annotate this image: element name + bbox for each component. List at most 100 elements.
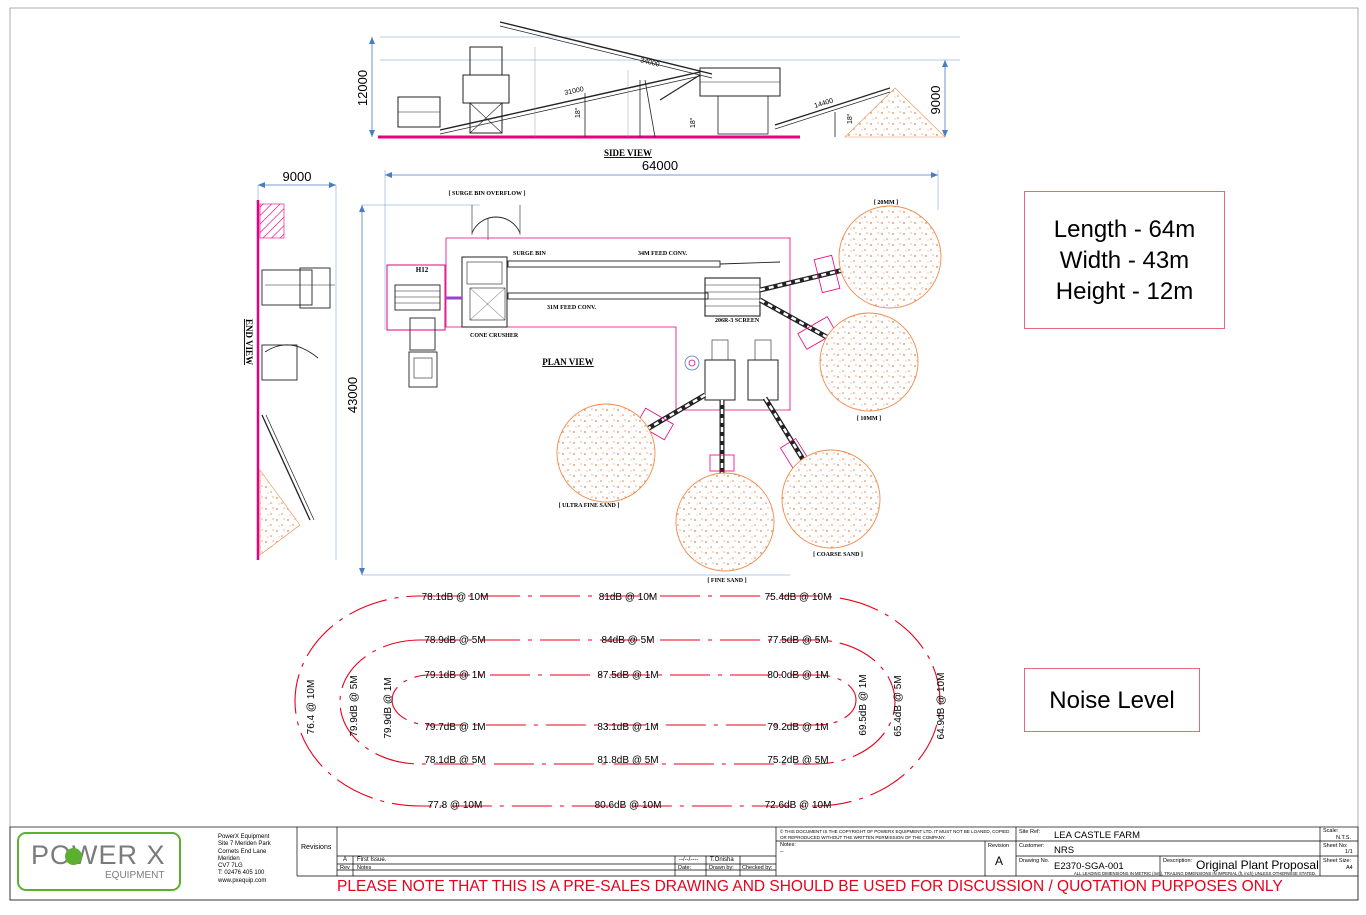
noise-left-5m: 79.9dB @ 5M: [349, 675, 360, 736]
rev-head-checked: Checked by:: [742, 865, 773, 871]
noise-labels: 78.1dB @ 10M 81dB @ 10M 75.4dB @ 10M 78.…: [306, 592, 947, 811]
company-logo: POWER X EQUIPMENT: [17, 832, 181, 891]
label-cone-crusher: CONE CRUSHER: [470, 333, 519, 339]
description-label: Description:: [1163, 858, 1193, 864]
rev-head-date: Date:: [678, 865, 692, 871]
logo-subtext: EQUIPMENT: [105, 870, 165, 881]
copyright-notice: © THIS DOCUMENT IS THE COPYRIGHT OF POWE…: [780, 829, 1010, 840]
label-feed-31: 31M FEED CONV.: [547, 305, 597, 311]
label-surge-overflow: [ SURGE BIN OVERFLOW ]: [449, 191, 526, 197]
sheet-frame: [9, 7, 1359, 901]
noise-top-10m-1: 78.1dB @ 10M: [422, 592, 489, 603]
rev-head-rev: Rev: [340, 865, 350, 871]
description-value: Original Plant Proposal: [1196, 858, 1319, 872]
sheet-size-value: A4: [1346, 865, 1353, 871]
noise-bot-1m-1: 79.7dB @ 1M: [424, 722, 485, 733]
noise-top-5m-3: 77.5dB @ 5M: [767, 635, 828, 646]
revision-label: Revision: [988, 843, 1010, 849]
side-conv-31-label: 31000: [564, 86, 585, 97]
label-10mm: [ 10MM ]: [857, 416, 881, 422]
noise-bot-10m-1: 77.8 @ 10M: [428, 800, 483, 811]
dimensions-note: ALL LEADING DIMENSIONS IN METRIC (mm), T…: [1074, 871, 1317, 876]
noise-bot-10m-2: 80.6dB @ 10M: [595, 800, 662, 811]
dimensions-box: Length - 64m Width - 43m Height - 12m: [1024, 191, 1225, 329]
site-ref-label: Site Ref:: [1019, 829, 1041, 835]
label-surge-bin: SURGE BIN: [513, 251, 547, 257]
noise-top-10m-2: 81dB @ 10M: [599, 592, 658, 603]
address-line: T: 02476 405 100: [218, 870, 265, 877]
side-conv-34-label: 34000: [640, 57, 661, 69]
noise-top-5m-1: 78.9dB @ 5M: [424, 635, 485, 646]
label-ultra-fine-sand: [ ULTRA FINE SAND ]: [559, 503, 620, 509]
label-screen: 206R-3 SCREEN: [715, 318, 760, 324]
address-line: Cornets End Lane: [218, 848, 267, 855]
side-angle-label-2: 18°: [689, 117, 697, 128]
address-line: www.pxequip.com: [218, 877, 267, 884]
label-fine-sand: [ FINE SAND ]: [707, 578, 746, 584]
noise-bot-5m-3: 75.2dB @ 5M: [767, 755, 828, 766]
title-block-grid: [9, 826, 1359, 901]
globe-icon: [65, 848, 82, 865]
logo-text: POWER X: [31, 840, 166, 870]
side-height-right-label: 9000: [928, 86, 943, 115]
address-line: CV7 7LG: [218, 863, 243, 870]
noise-left-1m: 79.9dB @ 1M: [383, 677, 394, 738]
noise-bot-5m-1: 78.1dB @ 5M: [424, 755, 485, 766]
noise-right-5m: 65.4dB @ 5M: [893, 675, 904, 736]
rev-value: A: [343, 857, 348, 863]
sheet-size-label: Sheet Size:: [1323, 858, 1352, 864]
label-feed-34: 34M FEED CONV.: [638, 251, 688, 257]
rev-date: --/--/----: [679, 857, 699, 863]
drawing-no-value: E2370-SGA-001: [1054, 861, 1124, 872]
plan-view: 64000 43000 [ SURGE BIN OVERFLOW ] H12: [345, 158, 942, 584]
noise-top-1m-3: 80.0dB @ 1M: [767, 670, 828, 681]
sheet-no-label: Sheet No:: [1323, 843, 1348, 849]
label-coarse-sand: [ COARSE SAND ]: [813, 552, 863, 558]
scale-label: Scale:: [1323, 828, 1339, 834]
customer-label: Customer:: [1019, 843, 1045, 849]
end-view-title: END VIEW: [244, 319, 254, 365]
notes-label: Notes:: [780, 842, 796, 848]
address-line: Meriden: [218, 855, 240, 862]
rev-notes: First Issue.: [357, 857, 387, 863]
side-angle-label-1: 18°: [574, 107, 582, 118]
side-height-left-label: 12000: [355, 70, 370, 106]
noise-bot-1m-3: 79.2dB @ 1M: [767, 722, 828, 733]
noise-top-1m-1: 79.1dB @ 1M: [424, 670, 485, 681]
noise-bot-1m-2: 83.1dB @ 1M: [597, 722, 658, 733]
side-angle-label-3: 18°: [846, 113, 854, 124]
noise-bot-10m-3: 72.6dB @ 10M: [765, 800, 832, 811]
revisions-label: Revisions: [301, 844, 332, 851]
side-view: 12000 9000 34000 31000: [355, 21, 960, 158]
address-line: PowerX Equipment: [218, 834, 270, 840]
plan-width-label: 64000: [642, 158, 678, 173]
pre-sales-warning: PLEASE NOTE THAT THIS IS A PRE-SALES DRA…: [337, 878, 1283, 895]
label-h12: H12: [416, 266, 429, 274]
rev-drawn: T.Onisha: [710, 857, 734, 863]
noise-right-1m: 69.5dB @ 1M: [858, 674, 869, 735]
customer-value: NRS: [1054, 845, 1075, 856]
noise-right-10m: 64.9dB @ 10M: [936, 673, 947, 740]
plan-height-label: 43000: [345, 377, 360, 413]
rev-head-drawn: Drawn by:: [709, 865, 734, 871]
noise-top-1m-2: 87.5dB @ 1M: [597, 670, 658, 681]
end-width-label: 9000: [283, 169, 312, 184]
side-conv-14-label: 14400: [814, 97, 835, 109]
scale-value: N.T.S.: [1336, 835, 1351, 841]
rev-head-notes: Notes: [357, 865, 372, 871]
sheet-no-value: 1/1: [1345, 849, 1353, 855]
noise-left-10m: 76.4 @ 10M: [306, 680, 317, 735]
label-20mm: [ 20MM ]: [874, 200, 898, 206]
side-view-title: SIDE VIEW: [604, 148, 652, 158]
notes-value: --: [780, 849, 784, 855]
noise-level-box: Noise Level: [1024, 668, 1200, 732]
company-address: PowerX Equipment Site 7 Meriden Park Cor…: [218, 834, 271, 885]
end-view: 9000 END VIEW: [244, 169, 337, 560]
noise-level-label: Noise Level: [1049, 686, 1175, 714]
dimension-width: Width - 43m: [1059, 246, 1190, 274]
revision-value: A: [995, 854, 1004, 868]
dimension-height: Height - 12m: [1055, 277, 1194, 305]
noise-top-10m-3: 75.4dB @ 10M: [765, 592, 832, 603]
noise-bot-5m-2: 81.8dB @ 5M: [597, 755, 658, 766]
